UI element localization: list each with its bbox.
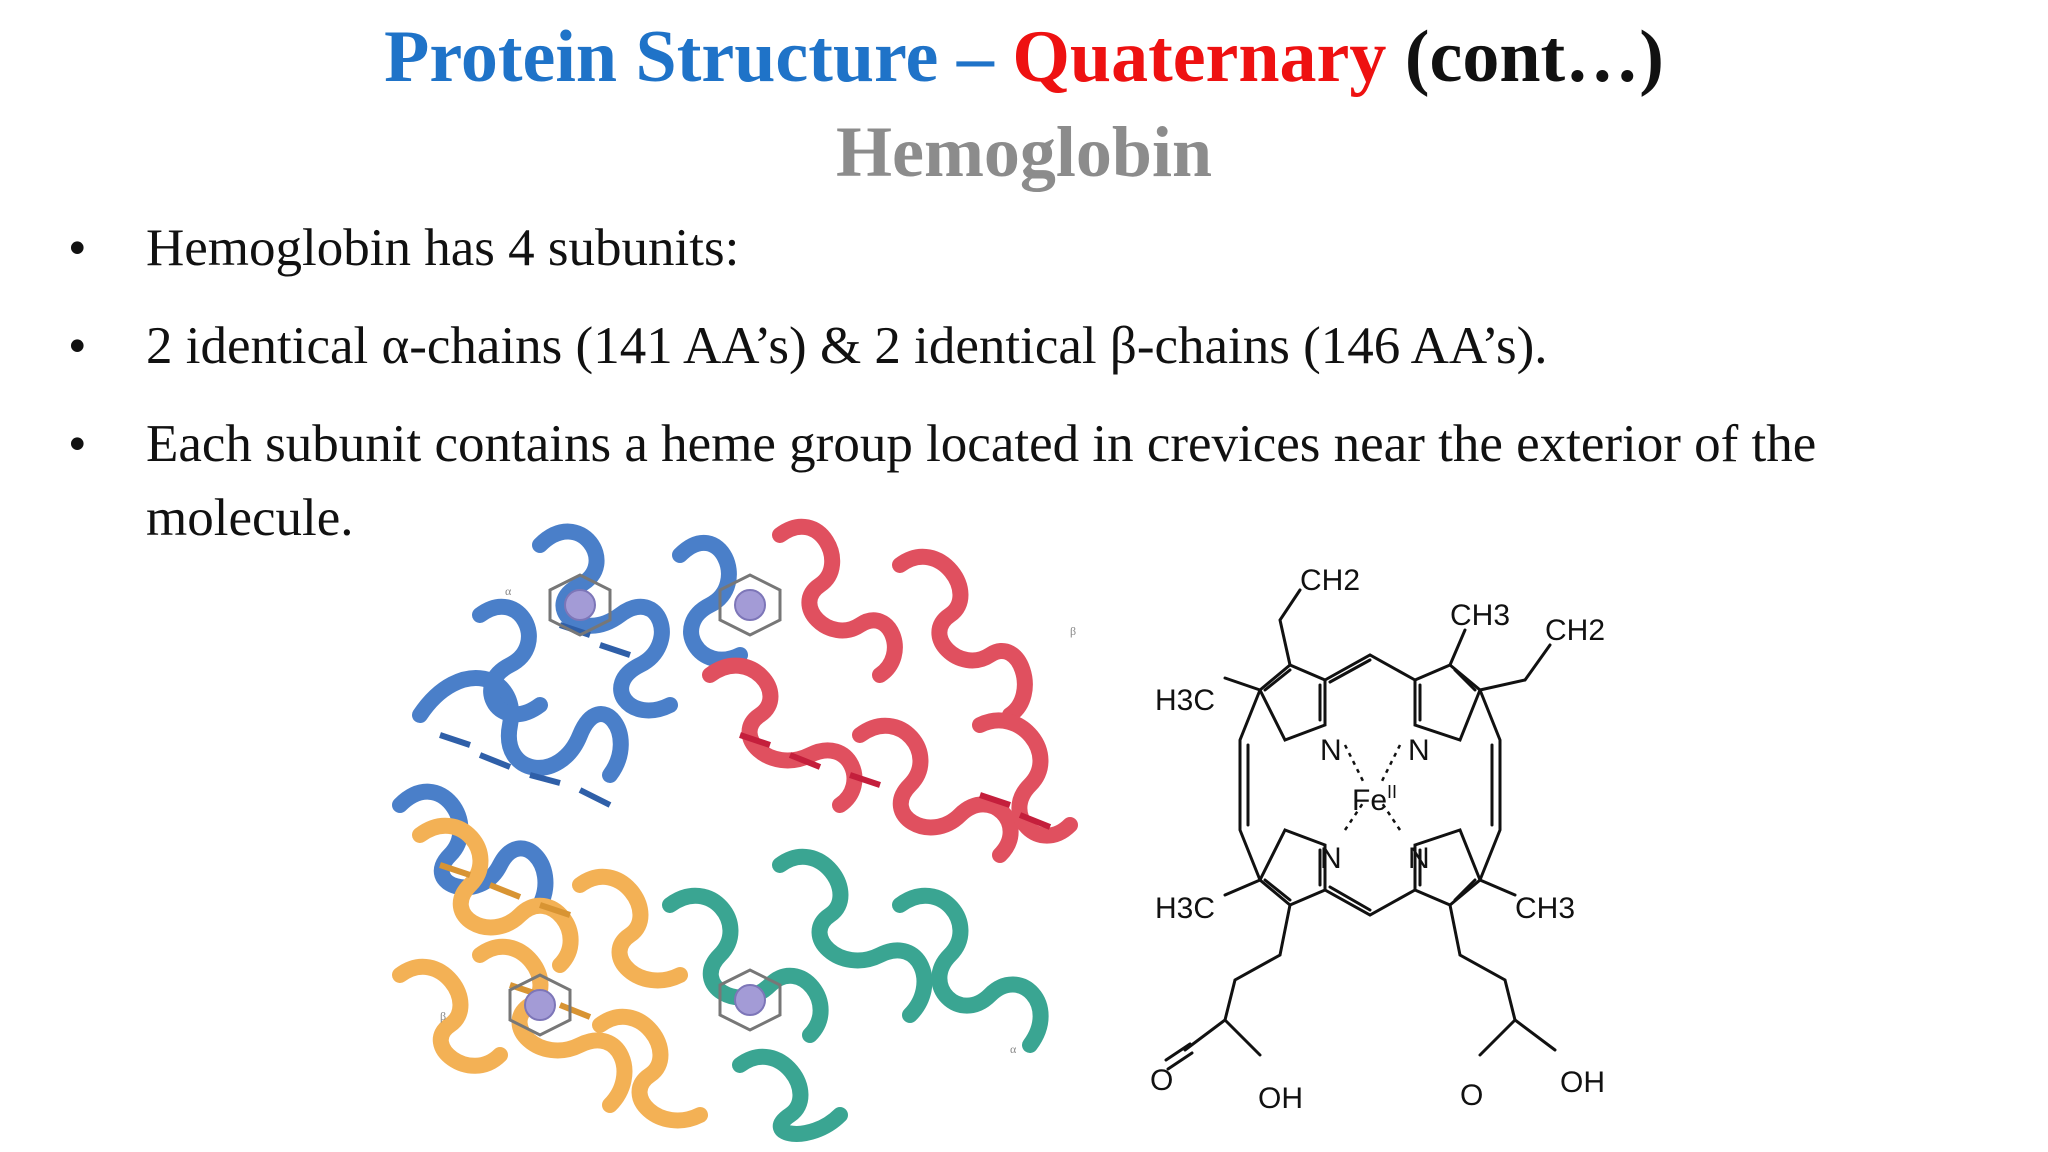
h3c-left-bottom-label: H3C xyxy=(1155,892,1215,925)
beta-label: β xyxy=(440,1009,446,1023)
oh-left-label: OH xyxy=(1258,1082,1303,1115)
ch2-right-label: CH2 xyxy=(1545,614,1605,647)
bullet-text: molecule. xyxy=(146,489,354,547)
beta1-subunit xyxy=(702,519,1078,863)
iron-atom xyxy=(524,989,556,1021)
fe-label: FeII xyxy=(1352,782,1397,817)
alpha2-subunit xyxy=(662,849,1049,1142)
bullet-dot: • xyxy=(68,415,87,473)
hemoglobin-ribbon-figure: α β β α xyxy=(392,519,1078,1142)
ch3-top-label: CH3 xyxy=(1450,599,1510,632)
bullet-dot: • xyxy=(68,317,87,375)
n-label: N xyxy=(1320,842,1342,875)
alpha-label: α xyxy=(1010,1042,1017,1056)
iron-atom xyxy=(734,589,766,621)
title-part-quaternary: Quaternary xyxy=(1012,16,1387,98)
bullet-text: Hemoglobin has 4 subunits: xyxy=(146,219,740,277)
beta-label: β xyxy=(1070,624,1076,638)
alpha-label: α xyxy=(505,584,512,598)
alpha1-subunit xyxy=(392,523,748,913)
beta2-subunit xyxy=(392,817,708,1129)
n-label: N xyxy=(1408,842,1430,875)
n-label: N xyxy=(1408,734,1430,767)
h3c-left-top-label: H3C xyxy=(1155,684,1215,717)
bullet-text: 2 identical α-chains (141 AA’s) & 2 iden… xyxy=(146,317,1548,375)
ch3-right-label: CH3 xyxy=(1515,892,1575,925)
bullet-dot: • xyxy=(68,219,87,277)
title-part-cont: (cont…) xyxy=(1386,16,1664,98)
ch2-top-label: CH2 xyxy=(1300,564,1360,597)
bullet-text: Each subunit contains a heme group locat… xyxy=(146,415,1817,473)
heme-group xyxy=(508,573,782,1037)
iron-atom xyxy=(564,589,596,621)
page-title: Protein Structure – Quaternary (cont…) xyxy=(0,12,2048,102)
heme-structure-diagram: CH2 CH3 CH2 H3C H3C CH3 N N N N FeII O O… xyxy=(1150,564,1605,1115)
o-left-label: O xyxy=(1150,1064,1173,1097)
page-subtitle: Hemoglobin xyxy=(835,112,1213,192)
n-label: N xyxy=(1320,734,1342,767)
o-right-label: O xyxy=(1460,1079,1483,1112)
iron-atom xyxy=(734,984,766,1016)
title-part-protein-structure: Protein Structure – xyxy=(384,16,1013,98)
oh-right-label: OH xyxy=(1560,1066,1605,1099)
